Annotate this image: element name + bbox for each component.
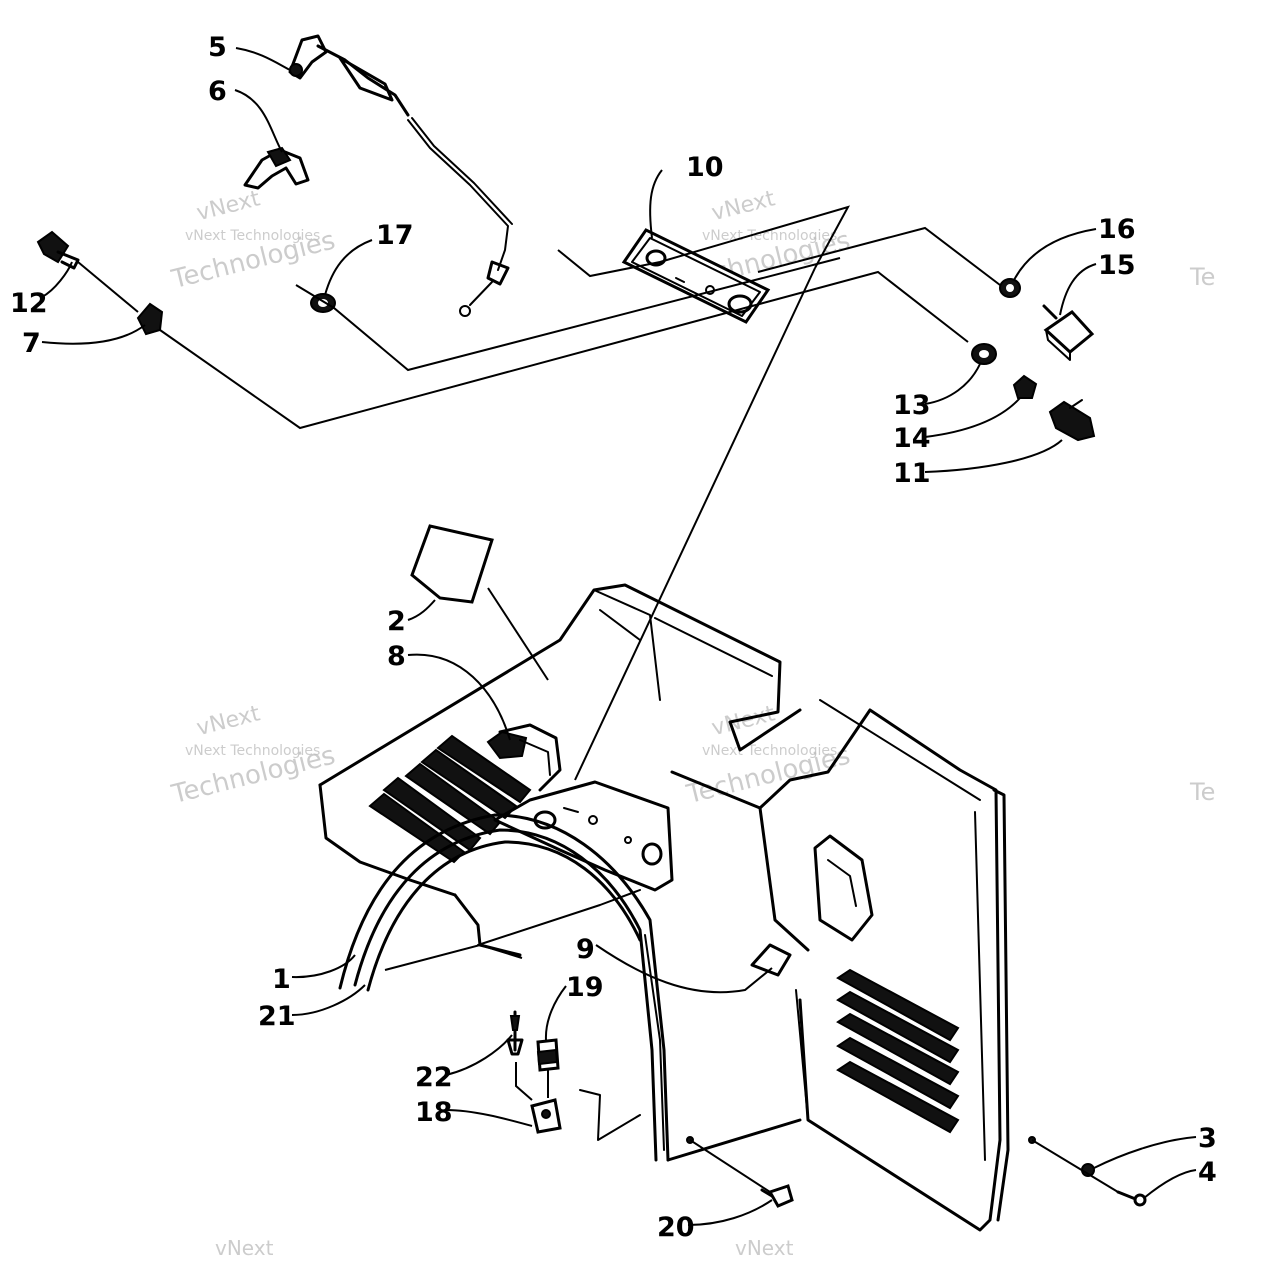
callout-6: 6 (208, 76, 227, 107)
upper-parts-group (36, 34, 1096, 781)
callout-7: 7 (22, 328, 41, 359)
callout-10: 10 (686, 152, 724, 183)
part-4-rivet (1116, 1190, 1147, 1207)
part-1-21-trim-seal (338, 813, 670, 1162)
part-9-mount (750, 943, 792, 977)
leader-11 (924, 439, 1063, 473)
callout-4: 4 (1198, 1157, 1217, 1188)
assembly-line-rivet (1031, 1139, 1119, 1193)
leader-19 (544, 985, 567, 1041)
leader-22 (445, 1034, 513, 1076)
leader-17 (324, 239, 373, 296)
callout-labels: 5 6 10 17 12 7 16 15 13 14 11 2 8 9 1 21… (10, 32, 1217, 1243)
callout-22: 22 (415, 1062, 453, 1093)
part-22-screw (506, 1010, 524, 1056)
leader-15 (1059, 263, 1097, 316)
assembly-line-seal (384, 943, 523, 971)
watermark-cut: vNext (735, 1236, 794, 1260)
assembly-line-grommet (295, 257, 841, 372)
callout-17: 17 (376, 220, 414, 251)
svg-text:vNext: vNext (194, 186, 263, 226)
part-18-bracket (530, 1098, 562, 1134)
leader-18 (445, 1109, 533, 1127)
hood-vent-left (368, 734, 532, 864)
assembly-line-key (159, 270, 969, 430)
part-13-washer (971, 343, 997, 365)
assembly-line-plate (557, 205, 851, 278)
callout-20: 20 (657, 1212, 695, 1243)
callout-5: 5 (208, 32, 227, 63)
leader-5 (235, 47, 291, 71)
assembly-line-toggle (757, 226, 1001, 286)
callout-19: 19 (566, 972, 604, 1003)
callout-12: 12 (10, 288, 48, 319)
leader-3 (1093, 1136, 1197, 1169)
callout-15: 15 (1098, 250, 1136, 281)
assembly-line-decal (487, 587, 549, 681)
leader-14 (924, 397, 1021, 438)
part-6-bracket (243, 146, 310, 190)
callout-13: 13 (893, 390, 931, 421)
watermark-text: vNext Technologies (185, 743, 320, 759)
callout-2: 2 (387, 606, 406, 637)
leader-10 (649, 169, 663, 239)
callout-14: 14 (893, 423, 931, 454)
part-2-decal (410, 524, 494, 604)
callout-leaders (41, 47, 1197, 1226)
leader-16 (1013, 228, 1097, 281)
watermark-text: vNext Technologies (185, 228, 320, 244)
callout-18: 18 (415, 1097, 453, 1128)
leader-7 (41, 324, 146, 345)
callout-1: 1 (272, 964, 291, 995)
callout-3: 3 (1198, 1123, 1217, 1154)
watermark-cut: vNext (215, 1236, 274, 1260)
svg-text:vNext: vNext (709, 186, 778, 226)
watermark-cut: Te (1189, 263, 1215, 291)
leader-2 (407, 599, 436, 621)
callout-11: 11 (893, 458, 931, 489)
assembly-line-cable-to-hood (574, 267, 816, 781)
leader-8 (407, 653, 511, 741)
leader-6 (234, 89, 283, 153)
watermark-cut: Te (1189, 778, 1215, 806)
leader-21 (291, 984, 366, 1016)
part-7-nut (136, 302, 164, 336)
assembly-line-7 (77, 261, 139, 313)
part-5-control-cable (288, 34, 513, 317)
part-14-nut (1012, 374, 1038, 399)
hood-assembly (318, 524, 1147, 1232)
leader-9 (595, 944, 773, 994)
watermark-text: vNext Technologies (702, 743, 837, 759)
svg-text:vNext: vNext (709, 701, 778, 741)
leader-20 (687, 1199, 773, 1226)
leader-13 (924, 363, 981, 405)
assembly-line-screw-20 (689, 1139, 771, 1193)
svg-text:vNext: vNext (194, 701, 263, 741)
part-12-key (36, 230, 80, 270)
leader-12 (41, 261, 73, 298)
part-10-instrument-plate (621, 228, 771, 324)
part-20-screw (760, 1184, 794, 1208)
assembly-line-bracket (515, 1062, 533, 1101)
callout-8: 8 (387, 641, 406, 672)
part-15-toggle-switch (1042, 304, 1095, 361)
part-11-ignition-switch (1048, 399, 1096, 442)
callout-9: 9 (576, 934, 595, 965)
part-19-clip (536, 1038, 560, 1072)
part-16-washer (999, 278, 1021, 298)
hood-vent-right (836, 968, 960, 1134)
callout-21: 21 (258, 1001, 296, 1032)
callout-16: 16 (1098, 214, 1136, 245)
leader-1 (291, 954, 356, 979)
leader-4 (1143, 1169, 1197, 1199)
part-8-headlight (486, 723, 562, 792)
